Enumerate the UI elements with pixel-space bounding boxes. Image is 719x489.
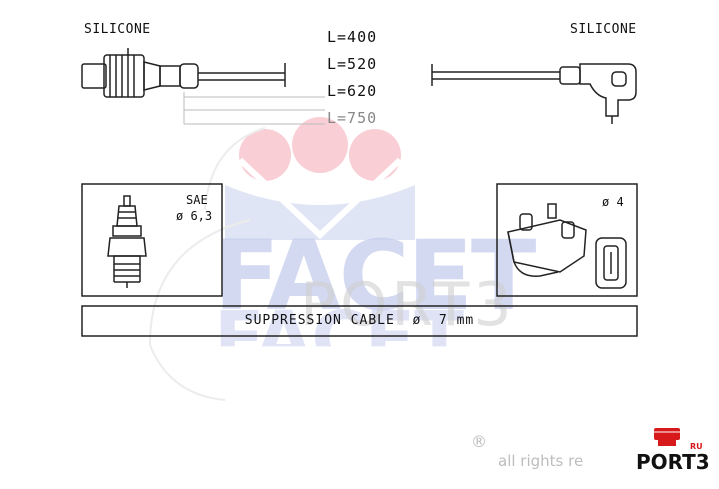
spark-plug-illustration (107, 195, 147, 288)
length-750: L=750 (327, 109, 378, 127)
logo-text: PORT3 (636, 450, 710, 474)
logo-suffix: RU (690, 442, 703, 451)
piston-icon (654, 428, 680, 446)
coil-diameter-label: ø 4 (602, 195, 624, 209)
sae-label: SAE (186, 193, 208, 207)
watermark-overlay: PORT3 (300, 270, 516, 340)
length-620: L=620 (327, 82, 378, 100)
dimension-lines (183, 92, 325, 125)
coil-box (496, 183, 638, 297)
suppression-cable-label: SUPPRESSION CABLE ø 7 mm (244, 313, 475, 328)
watermark-brand-lower: FACET (214, 296, 464, 382)
right-silicone-label: SILICONE (570, 22, 637, 37)
copyright-mark: ® (471, 432, 487, 451)
suppression-cable-box (81, 305, 638, 337)
port3-logo: RU PORT3 (636, 424, 716, 484)
length-520: L=520 (327, 55, 378, 73)
left-connector (81, 48, 286, 98)
sae-diameter-label: ø 6,3 (176, 209, 213, 223)
left-silicone-label: SILICONE (84, 22, 151, 37)
watermark-brand: FACET (214, 220, 536, 332)
right-connector (431, 63, 637, 124)
length-400: L=400 (327, 28, 378, 46)
length-list: L=400 L=520 L=620 L=750 (327, 24, 377, 132)
rights-text: all rights re (498, 452, 584, 470)
coil-illustration (507, 203, 627, 289)
spark-plug-box (81, 183, 223, 297)
